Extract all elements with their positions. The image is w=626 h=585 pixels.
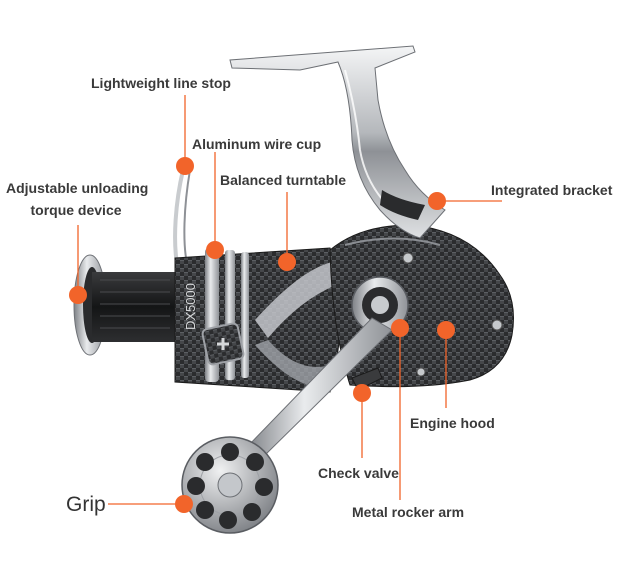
label-unloading-line2: torque device: [30, 202, 122, 218]
label-turntable: Balanced turntable: [220, 172, 347, 188]
marker-grip: [175, 495, 193, 513]
label-line-stop: Lightweight line stop: [91, 75, 231, 91]
label-unloading-line1: Adjustable unloading: [6, 180, 149, 196]
marker-wire-cup: [206, 241, 224, 259]
marker-check-valve: [353, 384, 371, 402]
leader-lines: [77, 95, 502, 505]
label-grip: Grip: [66, 493, 106, 516]
marker-rocker-arm: [391, 319, 409, 337]
label-bracket: Integrated bracket: [491, 182, 613, 198]
marker-turntable: [278, 253, 296, 271]
label-check-valve: Check valve: [318, 465, 399, 481]
bail-wire: [173, 169, 185, 271]
label-engine-hood: Engine hood: [410, 415, 495, 431]
grip-disc: [181, 436, 279, 534]
bracket: [229, 45, 446, 239]
marker-engine-hood: [437, 321, 455, 339]
spool-body: [92, 272, 177, 342]
marker-line-stop: [176, 157, 194, 175]
label-wire-cup: Aluminum wire cup: [192, 136, 322, 152]
model-text: DX5000: [183, 283, 198, 330]
marker-bracket: [428, 192, 446, 210]
label-rocker-arm: Metal rocker arm: [352, 504, 465, 520]
marker-dots: [69, 157, 455, 513]
marker-unloading: [69, 286, 87, 304]
